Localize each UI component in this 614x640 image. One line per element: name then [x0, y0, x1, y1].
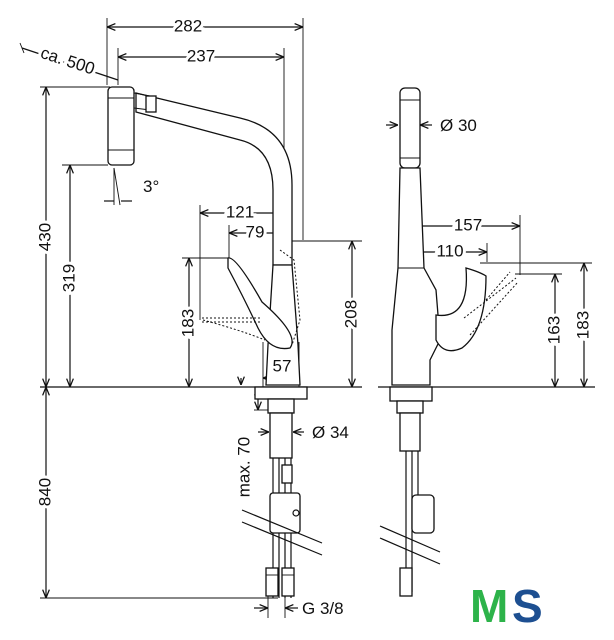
- dim-163: 163: [544, 316, 563, 344]
- dim-g38: G 3/8: [302, 599, 344, 618]
- logo-letter-s: S: [512, 580, 543, 632]
- faucet-side-view: [107, 86, 323, 598]
- dim-237: 237: [187, 46, 215, 65]
- left-view-dimension-lines: [19, 18, 362, 618]
- dim-208: 208: [341, 300, 360, 328]
- dim-diameter-34: Ø 34: [312, 423, 349, 442]
- dim-79: 79: [246, 222, 265, 241]
- dim-840: 840: [35, 478, 54, 506]
- dim-ca500: ca. 500: [38, 43, 97, 78]
- dim-3-degree: 3°: [143, 177, 159, 196]
- dim-319: 319: [59, 264, 78, 292]
- ms-logo: M S: [470, 580, 543, 632]
- dim-max70: max. 70: [234, 437, 253, 497]
- dim-157: 157: [454, 215, 482, 234]
- dim-282: 282: [174, 16, 202, 35]
- dim-430: 430: [35, 223, 54, 251]
- faucet-front-view: [379, 87, 519, 597]
- dim-121: 121: [226, 202, 254, 221]
- dim-57: 57: [273, 356, 292, 375]
- dim-183-left: 183: [178, 309, 197, 337]
- dimension-labels: 282 237 ca. 500 430 319 3° 121 79 183 20…: [32, 13, 595, 618]
- dim-183-right: 183: [573, 311, 592, 339]
- dim-110: 110: [436, 241, 463, 260]
- dim-diameter-30: Ø 30: [440, 116, 477, 135]
- logo-letter-m: M: [470, 580, 508, 632]
